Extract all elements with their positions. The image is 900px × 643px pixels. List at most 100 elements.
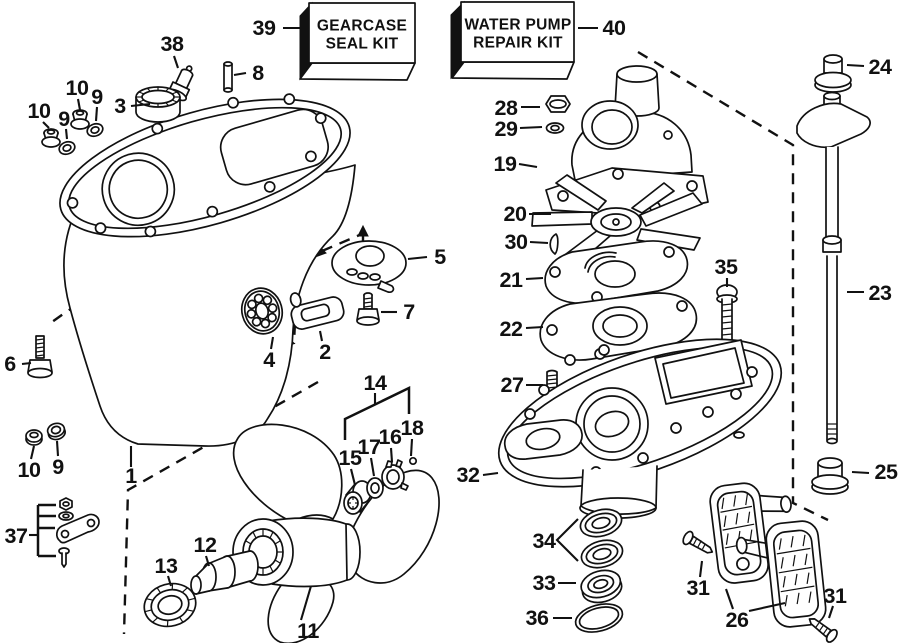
part-number: 11 bbox=[297, 619, 319, 643]
callout-22: 22 bbox=[500, 317, 544, 341]
part-34-seal-lower bbox=[580, 539, 624, 569]
part-number: 34 bbox=[533, 529, 556, 553]
callout-12: 12 bbox=[194, 533, 217, 567]
part-8-dowel-pin bbox=[223, 61, 233, 93]
callout-13: 13 bbox=[155, 554, 178, 587]
part-32-bearing-housing-plate bbox=[497, 338, 783, 519]
part-number: 15 bbox=[339, 446, 362, 470]
part-number: 32 bbox=[457, 463, 480, 487]
part-number: 29 bbox=[495, 117, 518, 141]
part-number: 17 bbox=[358, 435, 381, 459]
part-2-anode-bracket bbox=[289, 292, 345, 330]
part-number: 31 bbox=[824, 584, 847, 608]
part-number: 5 bbox=[434, 245, 446, 269]
part-number: 9 bbox=[58, 107, 70, 131]
part-number: 28 bbox=[495, 96, 518, 120]
part-40-water-pump-repair-kit: WATER PUMP REPAIR KIT bbox=[450, 0, 575, 80]
callout-8: 8 bbox=[233, 61, 265, 85]
callout-18: 18 bbox=[401, 416, 424, 457]
callout-19: 19 bbox=[494, 152, 538, 176]
callout-14: 14 bbox=[364, 371, 387, 404]
callout-9-b: 9 bbox=[58, 107, 71, 140]
callout-29: 29 bbox=[495, 117, 543, 141]
part-number: 24 bbox=[869, 55, 892, 79]
group-14-bracket bbox=[343, 386, 411, 440]
part-number: 30 bbox=[505, 230, 528, 254]
part-number: 2 bbox=[319, 340, 331, 364]
part-number: 33 bbox=[533, 571, 556, 595]
part-28-nut bbox=[545, 95, 571, 113]
callout-32: 32 bbox=[457, 463, 499, 487]
part-30-impeller-key bbox=[549, 233, 559, 255]
screw bbox=[58, 547, 70, 568]
part-number: 9 bbox=[91, 85, 103, 109]
part-19-pump-housing bbox=[545, 65, 709, 217]
callout-36: 36 bbox=[526, 606, 572, 630]
part-number: 35 bbox=[715, 255, 738, 279]
part-4-ball-bearing bbox=[240, 287, 284, 335]
part-number: 19 bbox=[494, 152, 517, 176]
part-16-castle-nut bbox=[381, 459, 409, 491]
part-number: 1 bbox=[125, 464, 137, 488]
part-number: 40 bbox=[603, 16, 626, 40]
callout-21: 21 bbox=[500, 268, 544, 292]
callout-27: 27 bbox=[501, 373, 543, 397]
part-number: 4 bbox=[263, 348, 275, 372]
link-plate bbox=[56, 513, 100, 544]
callout-6: 6 bbox=[4, 352, 32, 376]
part-number: 26 bbox=[726, 608, 749, 632]
part-11-propeller bbox=[232, 423, 440, 643]
part-number: 12 bbox=[194, 533, 217, 557]
part-13-seal bbox=[143, 582, 197, 628]
callout-16: 16 bbox=[379, 425, 402, 463]
callout-33: 33 bbox=[533, 571, 576, 595]
part-number: 20 bbox=[504, 202, 527, 226]
part-number: 3 bbox=[114, 94, 126, 118]
part-number: 23 bbox=[869, 281, 892, 305]
part-24-grommet-upper bbox=[814, 54, 852, 93]
part-23-driveshaft bbox=[796, 91, 871, 445]
callout-31-b: 31 bbox=[824, 584, 847, 619]
kit-label-line2: SEAL KIT bbox=[326, 36, 399, 53]
callout-38: 38 bbox=[161, 32, 184, 69]
gearcase-top-flange bbox=[59, 93, 351, 238]
callout-1: 1 bbox=[125, 446, 138, 488]
callout-39: 39 bbox=[253, 16, 306, 40]
part-17-washer bbox=[366, 477, 384, 499]
callout-28: 28 bbox=[495, 96, 540, 120]
part-number: 25 bbox=[875, 460, 898, 484]
part-number: 22 bbox=[500, 317, 523, 341]
callouts: 39 40 38 8 3 10 9 10 bbox=[4, 16, 898, 643]
part-1-gearcase-housing bbox=[59, 93, 356, 447]
callout-3: 3 bbox=[114, 94, 151, 118]
callout-9-c: 9 bbox=[52, 440, 65, 479]
part-3-needle-bearing bbox=[135, 86, 181, 123]
callout-5: 5 bbox=[407, 245, 447, 269]
part-number: 14 bbox=[364, 371, 387, 395]
part-18-cotter-pin bbox=[408, 456, 418, 466]
callout-23: 23 bbox=[847, 281, 892, 305]
part-number: 6 bbox=[4, 352, 16, 376]
callout-10-a: 10 bbox=[66, 76, 89, 111]
part-number: 10 bbox=[66, 76, 89, 100]
part-number: 9 bbox=[52, 455, 64, 479]
part-9-washer-bottom bbox=[46, 422, 67, 441]
callout-35: 35 bbox=[715, 255, 738, 287]
part-number: 10 bbox=[18, 458, 41, 482]
part-6-bolt bbox=[27, 335, 53, 379]
callout-11: 11 bbox=[297, 585, 320, 643]
part-7-screw bbox=[356, 292, 380, 326]
callout-2: 2 bbox=[318, 330, 332, 364]
part-number: 21 bbox=[500, 268, 523, 292]
kit-label-line2: REPAIR KIT bbox=[473, 35, 563, 52]
part-25-grommet-lower bbox=[811, 457, 849, 495]
part-number: 39 bbox=[253, 16, 276, 40]
part-22-gasket bbox=[539, 292, 698, 361]
part-number: 13 bbox=[155, 554, 178, 578]
part-number: 10 bbox=[28, 99, 51, 123]
callout-31-a: 31 bbox=[687, 560, 710, 600]
part-33-bearing bbox=[580, 569, 623, 604]
callout-40: 40 bbox=[578, 16, 626, 40]
part-35-bolt bbox=[716, 284, 745, 439]
callout-10-b: 10 bbox=[28, 99, 51, 129]
